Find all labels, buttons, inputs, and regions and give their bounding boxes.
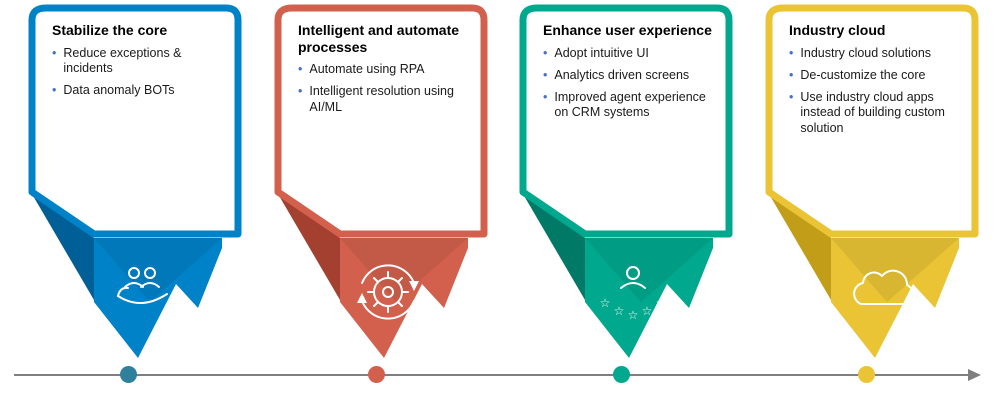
svg-text:☆: ☆ <box>614 304 625 318</box>
bullet-list: Reduce exceptions & incidents Data anoma… <box>52 46 224 99</box>
bullet-item: De-customize the core <box>789 68 961 83</box>
bullet-item: Industry cloud solutions <box>789 46 961 61</box>
svg-text:☆: ☆ <box>642 304 653 318</box>
svg-text:☆: ☆ <box>656 296 667 310</box>
svg-text:☆: ☆ <box>628 308 639 322</box>
timeline-arrowhead-icon <box>968 369 981 381</box>
bullet-item: Analytics driven screens <box>543 68 715 83</box>
card-title: Industry cloud <box>789 22 886 38</box>
card-content: Industry cloud Industry cloud solutions … <box>789 22 961 143</box>
cloud-icon <box>853 269 914 305</box>
timeline-dot <box>858 366 875 383</box>
card-content: Stabilize the core Reduce exceptions & i… <box>52 22 224 105</box>
bullet-list: Automate using RPA Intelligent resolutio… <box>298 62 470 115</box>
card-content: Intelligent and automate processes Autom… <box>298 22 470 122</box>
bullet-item: Intelligent resolution using AI/ML <box>298 84 470 115</box>
banner-ribbon <box>765 4 979 358</box>
bullet-list: Adopt intuitive UI Analytics driven scre… <box>543 46 715 121</box>
svg-text:☆: ☆ <box>600 296 611 310</box>
card-title: Stabilize the core <box>52 22 168 38</box>
bullet-item: Automate using RPA <box>298 62 470 77</box>
timeline-dot <box>613 366 630 383</box>
card-stabilize-the-core: Stabilize the core Reduce exceptions & i… <box>20 2 250 364</box>
banner-ribbon: ☆ ☆ ☆ ☆ ☆ <box>519 4 733 358</box>
card-enhance-user-experience: ☆ ☆ ☆ ☆ ☆ Enhance user experience Adopt … <box>511 2 741 364</box>
bullet-item: Improved agent experience on CRM systems <box>543 90 715 121</box>
card-title: Enhance user experience <box>543 22 712 38</box>
timeline-dot <box>120 366 137 383</box>
bullet-item: Reduce exceptions & incidents <box>52 46 224 77</box>
timeline-dot <box>368 366 385 383</box>
card-title: Intelligent and automate processes <box>298 22 460 55</box>
automation-gear-icon <box>357 264 419 320</box>
bullet-list: Industry cloud solutions De-customize th… <box>789 46 961 136</box>
user-rating-stars-icon: ☆ ☆ ☆ ☆ ☆ <box>600 266 667 322</box>
bullet-item: Use industry cloud apps instead of build… <box>789 90 961 136</box>
card-industry-cloud: Industry cloud Industry cloud solutions … <box>757 2 987 364</box>
bullet-item: Data anomaly BOTs <box>52 83 224 98</box>
card-intelligent-automate-processes: Intelligent and automate processes Autom… <box>266 2 496 364</box>
timeline-line <box>14 374 970 376</box>
card-content: Enhance user experience Adopt intuitive … <box>543 22 715 128</box>
bullet-item: Adopt intuitive UI <box>543 46 715 61</box>
hand-care-icon <box>117 267 168 304</box>
